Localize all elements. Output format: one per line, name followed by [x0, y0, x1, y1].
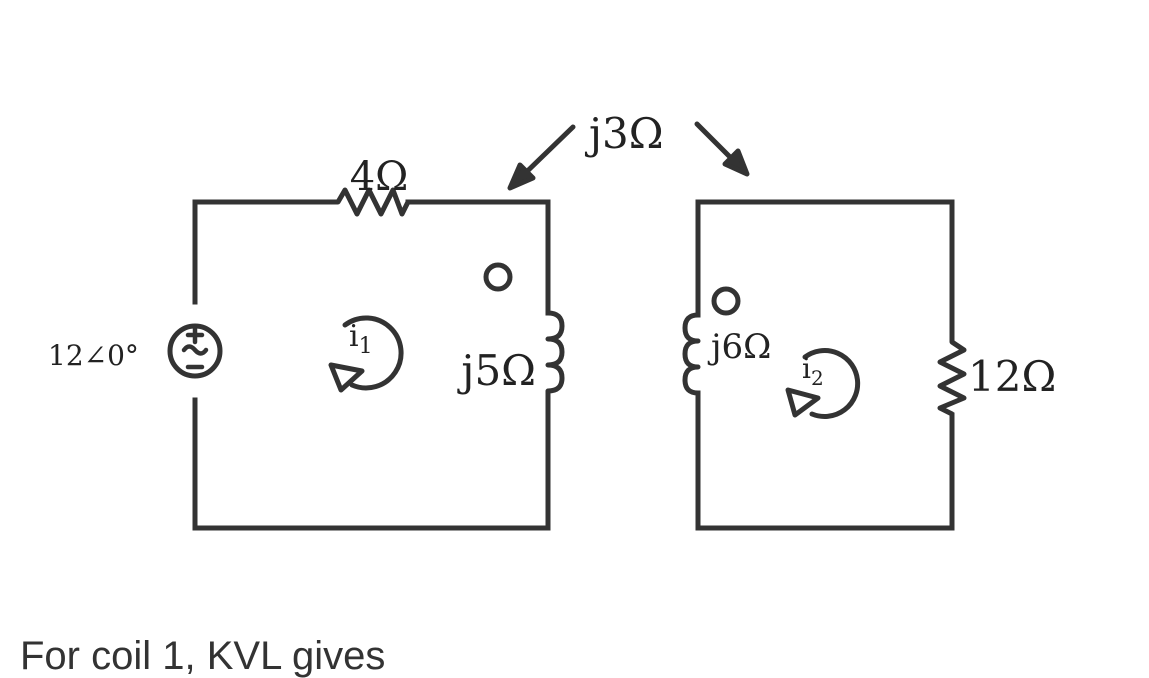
mutual-inductance-label: j3Ω	[584, 109, 664, 158]
mutual-coupling-arrows	[507, 121, 750, 191]
right-loop-wires	[695, 199, 955, 531]
dot-marker-left	[483, 262, 513, 292]
inductor-left-label: j5Ω	[456, 346, 536, 395]
inductor-left	[545, 310, 565, 394]
resistor-4ohm	[329, 187, 411, 217]
mesh-2-label: i2	[802, 352, 824, 390]
resistor-12ohm	[937, 334, 967, 418]
circuit-diagram: 4Ω 12∠0° j5Ω j6Ω 12Ω j3Ω i1 i2	[48, 109, 1056, 531]
sine-wave-icon	[181, 344, 209, 356]
ac-voltage-source	[167, 323, 223, 379]
caption-text: For coil 1, KVL gives	[20, 634, 386, 678]
mesh-1-label: i1	[349, 319, 373, 359]
left-loop-wires	[192, 199, 551, 531]
source-label: 12∠0°	[48, 339, 139, 372]
plus-sign-icon	[185, 325, 205, 345]
resistor-left-label: 4Ω	[350, 154, 409, 200]
mesh-current-arrow-1	[328, 315, 404, 393]
inductor-right-label: j6Ω	[707, 327, 771, 367]
dot-marker-right	[711, 286, 741, 316]
inductor-right	[682, 312, 701, 396]
resistor-right-label: 12Ω	[968, 352, 1056, 401]
mesh-current-arrow-2	[785, 348, 861, 419]
